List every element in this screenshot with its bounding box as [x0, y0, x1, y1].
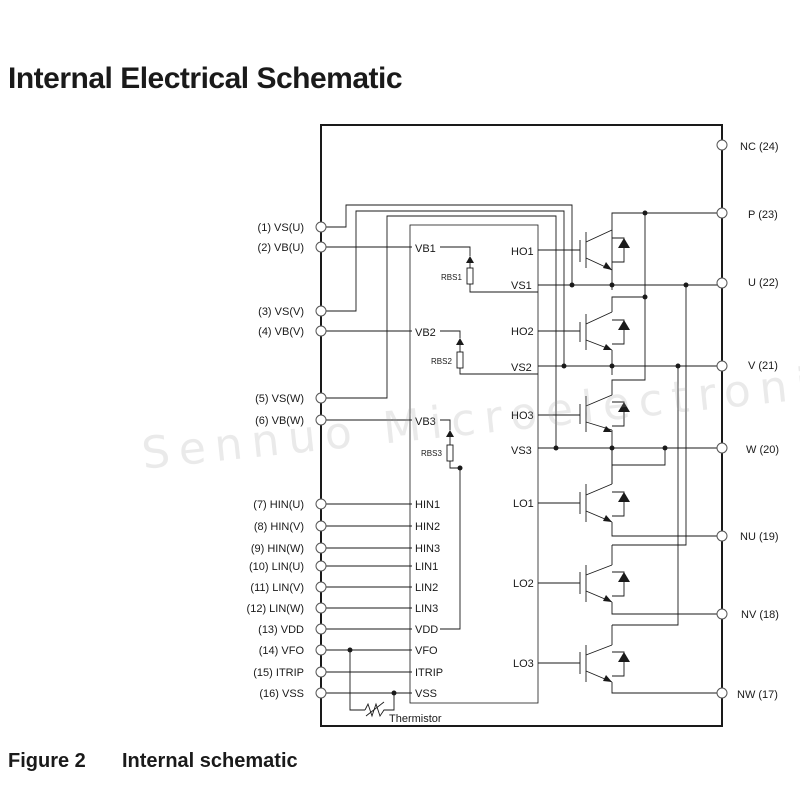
- pin-label-7: (7) HIN(U): [253, 499, 304, 511]
- ic-label-vdd: VDD: [415, 624, 438, 636]
- pin-label-22: U (22): [748, 277, 779, 289]
- pin-label-10: (10) LIN(U): [249, 561, 304, 573]
- pin-label-4: (4) VB(V): [258, 326, 304, 338]
- ic-label-ho3: HO3: [511, 410, 534, 422]
- igbt-high-v: [579, 311, 613, 351]
- diode-triangles: [446, 238, 630, 682]
- pin-label-5: (5) VS(W): [255, 393, 304, 405]
- pin-label-8: (8) HIN(V): [254, 521, 304, 533]
- pin-label-12: (12) LIN(W): [247, 603, 304, 615]
- ic-output-labels: HO1 VS1 HO2 VS2 HO3 VS3 LO1 LO2 LO3: [511, 246, 534, 670]
- ic-label-ho1: HO1: [511, 246, 534, 258]
- resistor-label-rbs1: RBS1: [441, 273, 462, 282]
- thermistor-label: Thermistor: [389, 713, 442, 725]
- pin-label-21: V (21): [748, 360, 778, 372]
- ic-label-vb2: VB2: [415, 327, 436, 339]
- resistor-labels: RBS1 RBS2 RBS3: [421, 273, 462, 458]
- junction-dots: [347, 210, 689, 696]
- ic-label-vs3: VS3: [511, 445, 532, 457]
- ic-label-vfo: VFO: [415, 645, 438, 657]
- ic-label-lo2: LO2: [513, 578, 534, 590]
- pin-label-11: (11) LIN(V): [250, 582, 304, 594]
- freewheel-diodes: [612, 237, 625, 677]
- resistor-label-rbs3: RBS3: [421, 449, 442, 458]
- ic-label-ho2: HO2: [511, 326, 534, 338]
- ic-label-hin3: HIN3: [415, 543, 440, 555]
- pin-label-13: (13) VDD: [258, 624, 304, 636]
- pin-label-2: (2) VB(U): [258, 242, 304, 254]
- pin-label-19: NU (19): [740, 531, 779, 543]
- pin-wires: [321, 204, 722, 718]
- ic-label-vb3: VB3: [415, 416, 436, 428]
- figure-caption: Internal schematic: [122, 750, 298, 772]
- bootstrap-resistors: [446, 267, 474, 462]
- ic-label-vs1: VS1: [511, 280, 532, 292]
- ic-label-hin2: HIN2: [415, 521, 440, 533]
- pin-label-3: (3) VS(V): [258, 306, 304, 318]
- pin-label-15: (15) ITRIP: [253, 667, 304, 679]
- pin-label-23: P (23): [748, 209, 778, 221]
- pin-terminals: [315, 139, 728, 699]
- resistor-label-rbs2: RBS2: [431, 357, 452, 366]
- ic-input-labels: VB1 VB2 VB3 HIN1 HIN2 HIN3 LIN1 LIN2 LIN…: [415, 243, 443, 700]
- pin-label-18: NV (18): [741, 609, 779, 621]
- pin-label-20: W (20): [746, 444, 779, 456]
- ic-label-vs2: VS2: [511, 362, 532, 374]
- pin-label-14: (14) VFO: [259, 645, 305, 657]
- pin-label-16: (16) VSS: [259, 688, 304, 700]
- ic-label-lin1: LIN1: [415, 561, 438, 573]
- pin-label-24: NC (24): [740, 141, 779, 153]
- figure-number: Figure 2: [8, 750, 86, 772]
- driver-ic-box: [409, 224, 539, 704]
- left-pin-labels: (1) VS(U) (2) VB(U) (3) VS(V) (4) VB(V) …: [247, 222, 305, 700]
- igbt-low-u: [579, 483, 613, 523]
- pin-label-17: NW (17): [737, 689, 778, 701]
- ic-label-lo1: LO1: [513, 498, 534, 510]
- ic-label-vb1: VB1: [415, 243, 436, 255]
- ic-label-lin2: LIN2: [415, 582, 438, 594]
- pin-label-9: (9) HIN(W): [251, 543, 304, 555]
- ic-label-vss: VSS: [415, 688, 437, 700]
- ic-label-lin3: LIN3: [415, 603, 438, 615]
- pin-label-1: (1) VS(U): [258, 222, 304, 234]
- ic-label-hin1: HIN1: [415, 499, 440, 511]
- ic-label-lo3: LO3: [513, 658, 534, 670]
- pin-label-6: (6) VB(W): [255, 415, 304, 427]
- ic-label-itrip: ITRIP: [415, 667, 443, 679]
- page-title: Internal Electrical Schematic: [8, 62, 403, 95]
- right-pin-labels: NC (24) P (23) U (22) V (21) W (20) NU (…: [737, 141, 779, 701]
